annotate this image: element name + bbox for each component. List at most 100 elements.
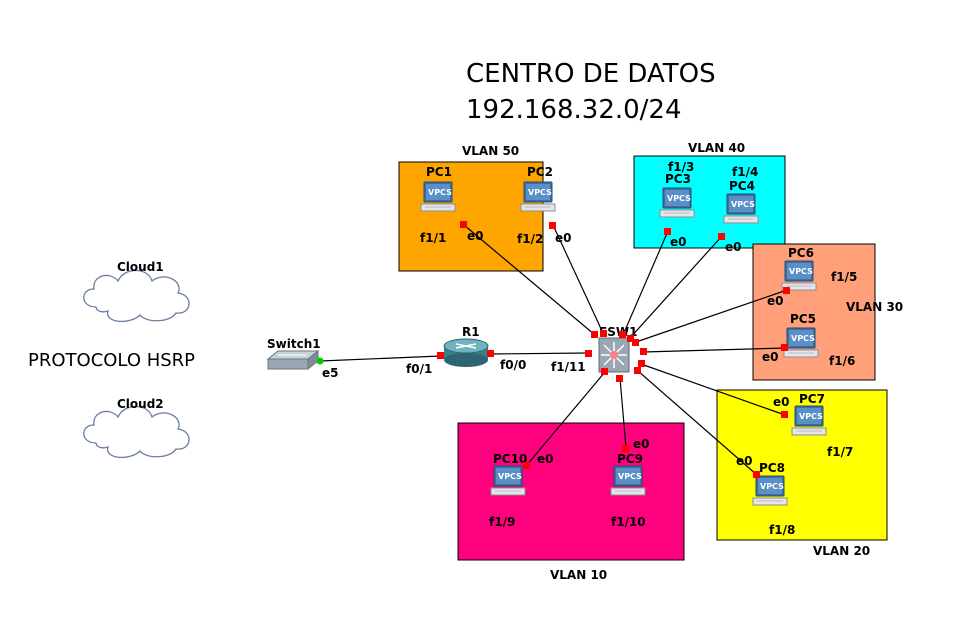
label-r1-f01: f0/1 — [406, 362, 432, 376]
link-pc10-esw1[interactable] — [525, 371, 606, 467]
pc1[interactable]: VPCS — [420, 181, 456, 212]
pc10[interactable]: VPCS — [490, 465, 526, 496]
port-r1-f01 — [437, 352, 444, 359]
pc6[interactable]: VPCS — [781, 260, 817, 291]
label-pc2-e0: e0 — [555, 231, 572, 245]
port-esw-f12 — [600, 330, 607, 337]
pc10-label: PC10 — [493, 452, 527, 466]
pc4[interactable]: VPCS — [723, 193, 759, 224]
port-r1-f00 — [487, 350, 494, 357]
pc5[interactable]: VPCS — [783, 327, 819, 358]
pc8-label: PC8 — [759, 461, 785, 475]
pc4-label: PC4 — [729, 179, 755, 193]
esw1[interactable] — [598, 337, 630, 373]
label-sw1-e5: e5 — [322, 366, 339, 380]
port-esw-f18 — [634, 367, 641, 374]
port-indicators — [316, 221, 790, 478]
link-pc5-esw1[interactable] — [642, 347, 786, 353]
label-esw-f16: f1/6 — [829, 354, 855, 368]
pc6-label: PC6 — [788, 246, 814, 260]
title-line2: 192.168.32.0/24 — [466, 95, 682, 125]
link-pc4-esw1[interactable] — [629, 235, 723, 339]
port-esw-f110 — [616, 375, 623, 382]
pc4-vpcs: VPCS — [731, 200, 755, 209]
port-esw-f19 — [601, 368, 608, 375]
port-esw-f13 — [619, 331, 626, 338]
cloud-icon — [83, 405, 190, 458]
link-pc7-esw1[interactable] — [640, 363, 786, 416]
label-esw-f15: f1/5 — [831, 270, 857, 284]
label-pc8-e0: e0 — [736, 454, 753, 468]
vlan40-label: VLAN 40 — [688, 141, 745, 155]
link-pc3-esw1[interactable] — [622, 230, 669, 336]
pc7-label: PC7 — [799, 392, 825, 406]
port-pc9-e0 — [622, 445, 629, 452]
pc9-label: PC9 — [617, 452, 643, 466]
pc9[interactable]: VPCS — [610, 465, 646, 496]
cloud1-label: Cloud1 — [117, 260, 164, 274]
label-esw-f13: f1/3 — [668, 160, 694, 174]
vlan20-label: VLAN 20 — [813, 544, 870, 558]
multilayer-switch-icon — [598, 337, 630, 373]
label-pc4-e0: e0 — [725, 240, 742, 254]
cloud2[interactable] — [83, 405, 190, 458]
pc10-vpcs: VPCS — [498, 472, 522, 481]
vlan40-area — [633, 155, 786, 249]
port-pc7-e0 — [781, 411, 788, 418]
label-esw-f18: f1/8 — [769, 523, 795, 537]
label-esw-f17: f1/7 — [827, 445, 853, 459]
cloud-icon — [83, 269, 190, 322]
link-switch1-r1[interactable] — [319, 355, 442, 362]
label-pc6-e0: e0 — [767, 294, 784, 308]
pc2[interactable]: VPCS — [520, 181, 556, 212]
pc1-label: PC1 — [426, 165, 452, 179]
vlan30-label: VLAN 30 — [846, 300, 903, 314]
port-pc4-e0 — [718, 233, 725, 240]
pc9-vpcs: VPCS — [618, 472, 642, 481]
label-pc3-e0: e0 — [670, 235, 687, 249]
label-pc7-e0: e0 — [773, 395, 790, 409]
port-pc3-e0 — [664, 228, 671, 235]
label-esw-f11: f1/1 — [420, 231, 446, 245]
switch-icon — [266, 349, 320, 371]
port-pc1-e0 — [460, 221, 467, 228]
vlan50-label: VLAN 50 — [462, 144, 519, 158]
switch1[interactable] — [266, 349, 320, 371]
label-esw-f111: f1/11 — [551, 360, 586, 374]
link-pc2-esw1[interactable] — [552, 224, 604, 334]
link-pc8-esw1[interactable] — [637, 370, 758, 476]
pc2-vpcs: VPCS — [528, 188, 552, 197]
title-line1: CENTRO DE DATOS — [466, 59, 716, 89]
pc6-vpcs: VPCS — [789, 267, 813, 276]
pc7-vpcs: VPCS — [799, 412, 823, 421]
cloud2-label: Cloud2 — [117, 397, 164, 411]
pc3-label: PC3 — [665, 172, 691, 186]
port-esw-f111 — [585, 350, 592, 357]
pc3[interactable]: VPCS — [659, 187, 695, 218]
pc8[interactable]: VPCS — [752, 475, 788, 506]
r1-label: R1 — [462, 325, 480, 339]
cloud1[interactable] — [83, 269, 190, 322]
port-status-switch1-e5 — [316, 357, 324, 365]
vlan10-label: VLAN 10 — [550, 568, 607, 582]
port-pc5-e0 — [781, 344, 788, 351]
port-pc6-e0 — [783, 287, 790, 294]
pc3-vpcs: VPCS — [667, 194, 691, 203]
router-r1[interactable] — [443, 338, 489, 367]
label-esw-f12: f1/2 — [517, 232, 543, 246]
link-r1-esw1[interactable] — [489, 352, 590, 355]
router-icon — [443, 338, 489, 367]
port-pc2-e0 — [549, 222, 556, 229]
link-pc6-esw1[interactable] — [635, 289, 788, 343]
port-esw-f11 — [591, 331, 598, 338]
label-pc10-e0: e0 — [537, 452, 554, 466]
link-pc1-esw1[interactable] — [463, 224, 596, 336]
label-r1-f00: f0/0 — [500, 358, 526, 372]
label-pc9-e0: e0 — [633, 437, 650, 451]
pc7[interactable]: VPCS — [791, 405, 827, 436]
pc5-vpcs: VPCS — [791, 334, 815, 343]
port-esw-f14 — [627, 335, 634, 342]
vlan50-area — [398, 161, 544, 272]
link-pc9-esw1[interactable] — [619, 377, 627, 449]
